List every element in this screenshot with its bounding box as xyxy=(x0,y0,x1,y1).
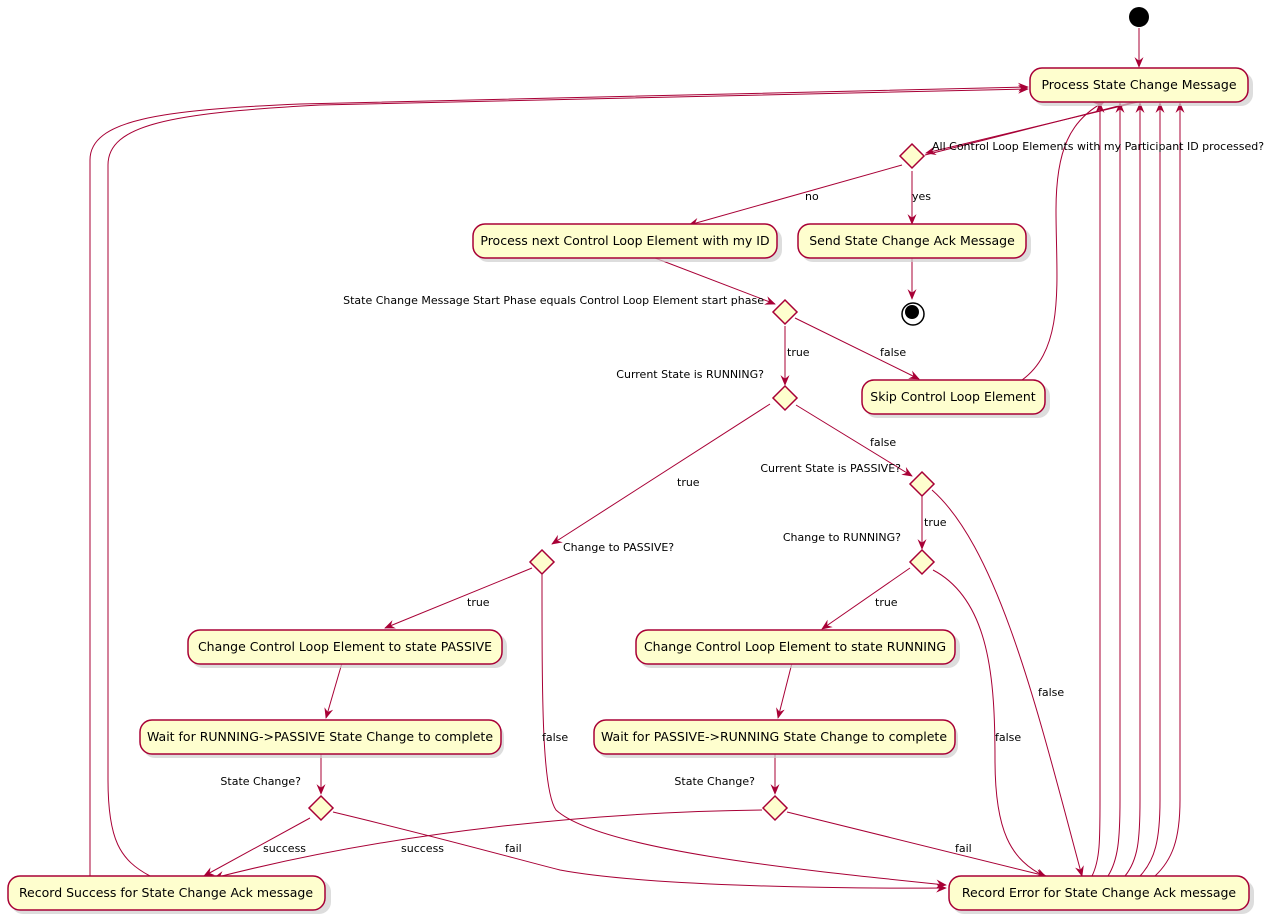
edge-label-phase-false: false xyxy=(880,346,906,359)
edge-phase-false xyxy=(794,317,920,380)
edge-to-running-false xyxy=(932,569,1047,878)
edges xyxy=(89,28,1185,893)
decision-change-to-running-label: Change to RUNNING? xyxy=(783,531,901,544)
edge-label-to-running-true: true xyxy=(875,596,898,609)
node-wait-passive-running-label: Wait for PASSIVE->RUNNING State Change t… xyxy=(601,729,947,744)
decision-all-processed-label: All Control Loop Elements with my Partic… xyxy=(932,140,1264,153)
edge-running-false xyxy=(795,404,913,477)
edge-label-to-passive-true: true xyxy=(467,596,490,609)
decision-is-passive-label: Current State is PASSIVE? xyxy=(760,462,901,475)
decision-state-change-left-label: State Change? xyxy=(220,775,301,788)
decision-state-change-left: State Change? xyxy=(220,775,335,822)
decision-is-passive: Current State is PASSIVE? xyxy=(760,462,936,498)
edge-right-fail xyxy=(786,811,1047,878)
edge-label-left-fail: fail xyxy=(505,842,522,855)
edge-label-to-running-false: false xyxy=(995,731,1021,744)
decision-state-change-right: State Change? xyxy=(674,775,789,822)
node-wait-running-passive-label: Wait for RUNNING->PASSIVE State Change t… xyxy=(147,729,493,744)
edge-label-passive-false: false xyxy=(1038,686,1064,699)
edge-running-true xyxy=(551,403,771,545)
edge-no xyxy=(688,164,903,227)
node-send-ack: Send State Change Ack Message xyxy=(797,223,1031,262)
edge-error-loop-1 xyxy=(1091,102,1105,877)
node-process-state-change-label: Process State Change Message xyxy=(1041,77,1236,92)
edge-running-to-wait xyxy=(776,662,793,719)
node-record-error-label: Record Error for State Change Ack messag… xyxy=(962,885,1237,900)
decision-change-to-passive: Change to PASSIVE? xyxy=(528,541,674,576)
node-change-to-passive-action-label: Change Control Loop Element to state PAS… xyxy=(198,639,492,654)
decision-change-to-running: Change to RUNNING? xyxy=(783,531,936,576)
start-node xyxy=(1129,7,1149,27)
edge-skip-to-process xyxy=(1021,101,1105,381)
edge-to-passive-true xyxy=(384,567,533,629)
node-change-to-running-action: Change Control Loop Element to state RUN… xyxy=(635,629,960,668)
edge-error-loop-4 xyxy=(1139,102,1165,877)
node-process-next-element-label: Process next Control Loop Element with m… xyxy=(480,233,769,248)
edge-label-yes: yes xyxy=(912,190,931,203)
edge-label-to-passive-false: false xyxy=(542,731,568,744)
edge-label-right-success: success xyxy=(401,842,444,855)
node-record-success: Record Success for State Change Ack mess… xyxy=(7,875,331,914)
stop-node xyxy=(901,302,925,326)
edge-label-passive-true: true xyxy=(924,516,947,529)
decision-change-to-passive-label: Change to PASSIVE? xyxy=(563,541,674,554)
decision-state-change-right-label: State Change? xyxy=(674,775,755,788)
edge-passive-false xyxy=(931,489,1084,877)
edge-label-phase-true: true xyxy=(787,346,810,359)
decision-all-processed: All Control Loop Elements with my Partic… xyxy=(898,140,1264,170)
node-process-next-element: Process next Control Loop Element with m… xyxy=(472,223,782,262)
edge-label-running-true: true xyxy=(677,476,700,489)
node-skip-element: Skip Control Loop Element xyxy=(861,379,1050,418)
edge-left-success xyxy=(203,817,311,877)
node-send-ack-label: Send State Change Ack Message xyxy=(809,233,1015,248)
edge-right-success xyxy=(213,809,763,880)
node-wait-passive-running: Wait for PASSIVE->RUNNING State Change t… xyxy=(593,719,958,758)
node-change-to-passive-action: Change Control Loop Element to state PAS… xyxy=(187,629,507,668)
edge-left-fail xyxy=(332,811,947,893)
edge-label-running-false: false xyxy=(870,436,896,449)
edge-passive-to-wait xyxy=(324,662,343,719)
edge-error-loop-5 xyxy=(1154,102,1185,877)
edge-label-right-fail: fail xyxy=(955,842,972,855)
node-record-success-label: Record Success for State Change Ack mess… xyxy=(19,885,313,900)
node-process-state-change: Process State Change Message xyxy=(1029,67,1253,106)
node-wait-running-passive: Wait for RUNNING->PASSIVE State Change t… xyxy=(139,719,504,758)
node-skip-element-label: Skip Control Loop Element xyxy=(870,389,1036,404)
edge-error-loop-3 xyxy=(1124,102,1145,877)
edge-next-to-phase xyxy=(654,257,776,305)
decision-start-phase: State Change Message Start Phase equals … xyxy=(343,294,799,326)
decision-is-running: Current State is RUNNING? xyxy=(616,368,799,412)
node-change-to-running-action-label: Change Control Loop Element to state RUN… xyxy=(644,639,946,654)
edge-labels: no yes true false false true true true t… xyxy=(263,190,1064,855)
edge-label-no: no xyxy=(805,190,819,203)
node-record-error: Record Error for State Change Ack messag… xyxy=(948,875,1254,914)
edge-to-running-true xyxy=(821,567,911,630)
edge-error-loop-2 xyxy=(1107,102,1125,877)
decision-is-running-label: Current State is RUNNING? xyxy=(616,368,764,381)
edge-to-passive-false xyxy=(541,573,947,889)
decision-start-phase-label: State Change Message Start Phase equals … xyxy=(343,294,764,307)
edge-label-left-success: success xyxy=(263,842,306,855)
